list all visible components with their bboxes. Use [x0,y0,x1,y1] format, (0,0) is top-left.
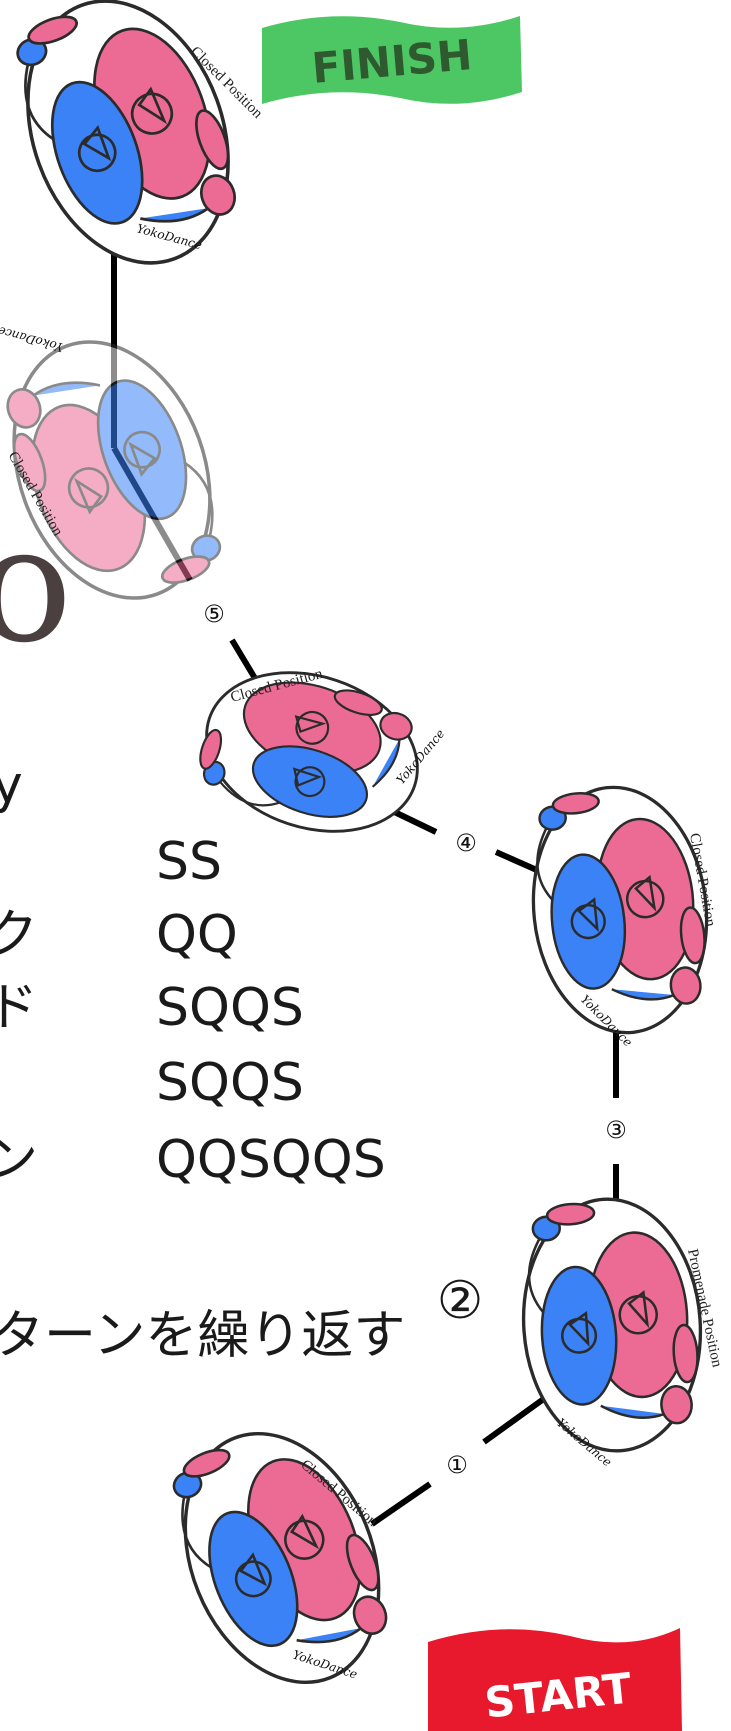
figure-finish [0,0,265,293]
row-timing: QQSQQS [156,1130,386,1190]
row-timing: SQQS [156,978,304,1038]
step-number-5: ⑤ [203,600,225,628]
step-number-4: ④ [455,829,477,857]
row-name: ド [0,978,38,1038]
pattern-table: ク ド ン SS QQ SQQS SQQS QQSQQS ターンを繰り返す ② [0,832,483,1366]
figure-start [148,1402,416,1714]
row-name: ン [0,1130,38,1190]
row-timing: QQ [156,905,238,965]
row-name: ク [0,905,38,965]
row-timing: SS [156,832,222,892]
partial-line: y [0,755,23,815]
figure-faded-signature: YokoDance [0,324,65,355]
step-number-1: ① [446,1451,468,1479]
figure-pos3 [513,1191,711,1459]
start-flag: START [428,1628,682,1731]
row-timing: SQQS [156,1053,304,1113]
figure-pos4 [519,777,721,1043]
step-number-3: ③ [605,1116,627,1144]
repeat-text: ターンを繰り返す [0,1306,405,1366]
finish-flag: FINISH [262,16,522,104]
repeat-marker: ② [437,1271,484,1331]
